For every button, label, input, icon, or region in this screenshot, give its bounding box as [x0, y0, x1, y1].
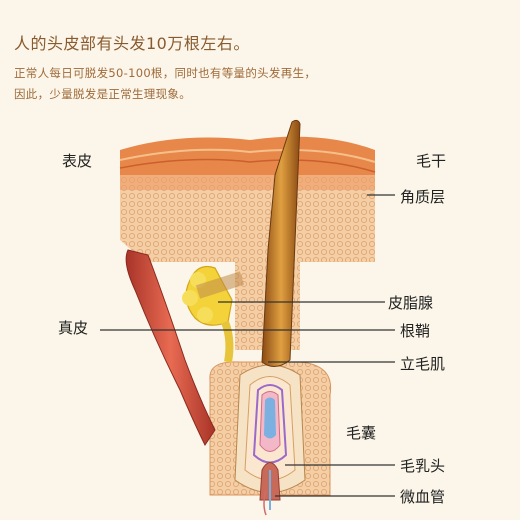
label-stratum-corneum: 角质层 — [400, 188, 446, 206]
label-epidermis: 表皮 — [62, 152, 93, 170]
description-line-1: 正常人每日可脱发50-100根，同时也有等量的头发再生， — [14, 66, 317, 80]
label-sebaceous-gland: 皮脂腺 — [388, 294, 434, 312]
sebaceous-gland — [182, 265, 245, 363]
label-dermal-papilla: 毛乳头 — [400, 457, 446, 475]
label-capillary: 微血管 — [400, 488, 446, 506]
label-hair-shaft: 毛干 — [416, 152, 447, 170]
hair-shaft — [261, 119, 301, 367]
description-line-2: 因此，少量脱发是正常生理现象。 — [14, 87, 191, 101]
page-title: 人的头皮部有头发10万根左右。 — [14, 34, 250, 53]
arrector-pili-muscle — [125, 249, 216, 446]
label-hair-follicle: 毛囊 — [346, 424, 377, 442]
label-dermis: 真皮 — [58, 319, 89, 337]
label-root-sheath: 根鞘 — [400, 322, 431, 340]
label-arrector-pili: 立毛肌 — [400, 355, 446, 373]
follicle-structure — [209, 361, 332, 516]
pointer-lines — [100, 194, 395, 497]
skin-block — [119, 136, 376, 350]
